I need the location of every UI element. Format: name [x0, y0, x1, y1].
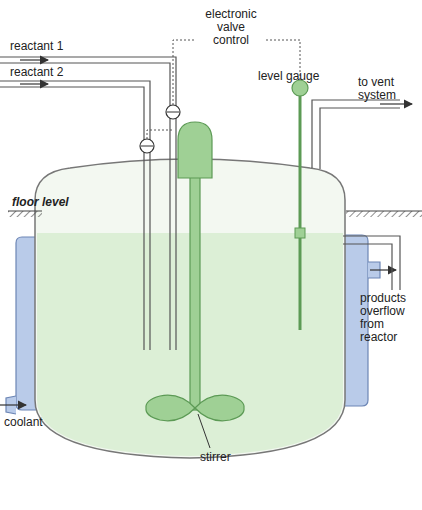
stirrer-motor [178, 122, 212, 178]
leader-line [198, 414, 210, 448]
coolant-label: coolant [4, 416, 43, 429]
valve [166, 105, 180, 119]
vent-label: to vent system [358, 76, 420, 102]
part-label: stirrer [200, 451, 231, 464]
control-label: electronic valve control [196, 8, 266, 47]
valve [140, 139, 154, 153]
coolant-arrow [0, 404, 26, 405]
pipe-label: reactant 1 [10, 40, 63, 53]
level-gauge-rod [299, 92, 302, 330]
control-wire [147, 40, 300, 139]
floor-label: floor level [12, 196, 69, 209]
pipe-label: reactant 2 [10, 66, 63, 79]
overflow-label: products overflow from reactor [360, 292, 420, 344]
stirrer-impeller [146, 395, 244, 421]
stirrer-shaft [190, 165, 200, 410]
gauge-label: level gauge [258, 70, 319, 83]
